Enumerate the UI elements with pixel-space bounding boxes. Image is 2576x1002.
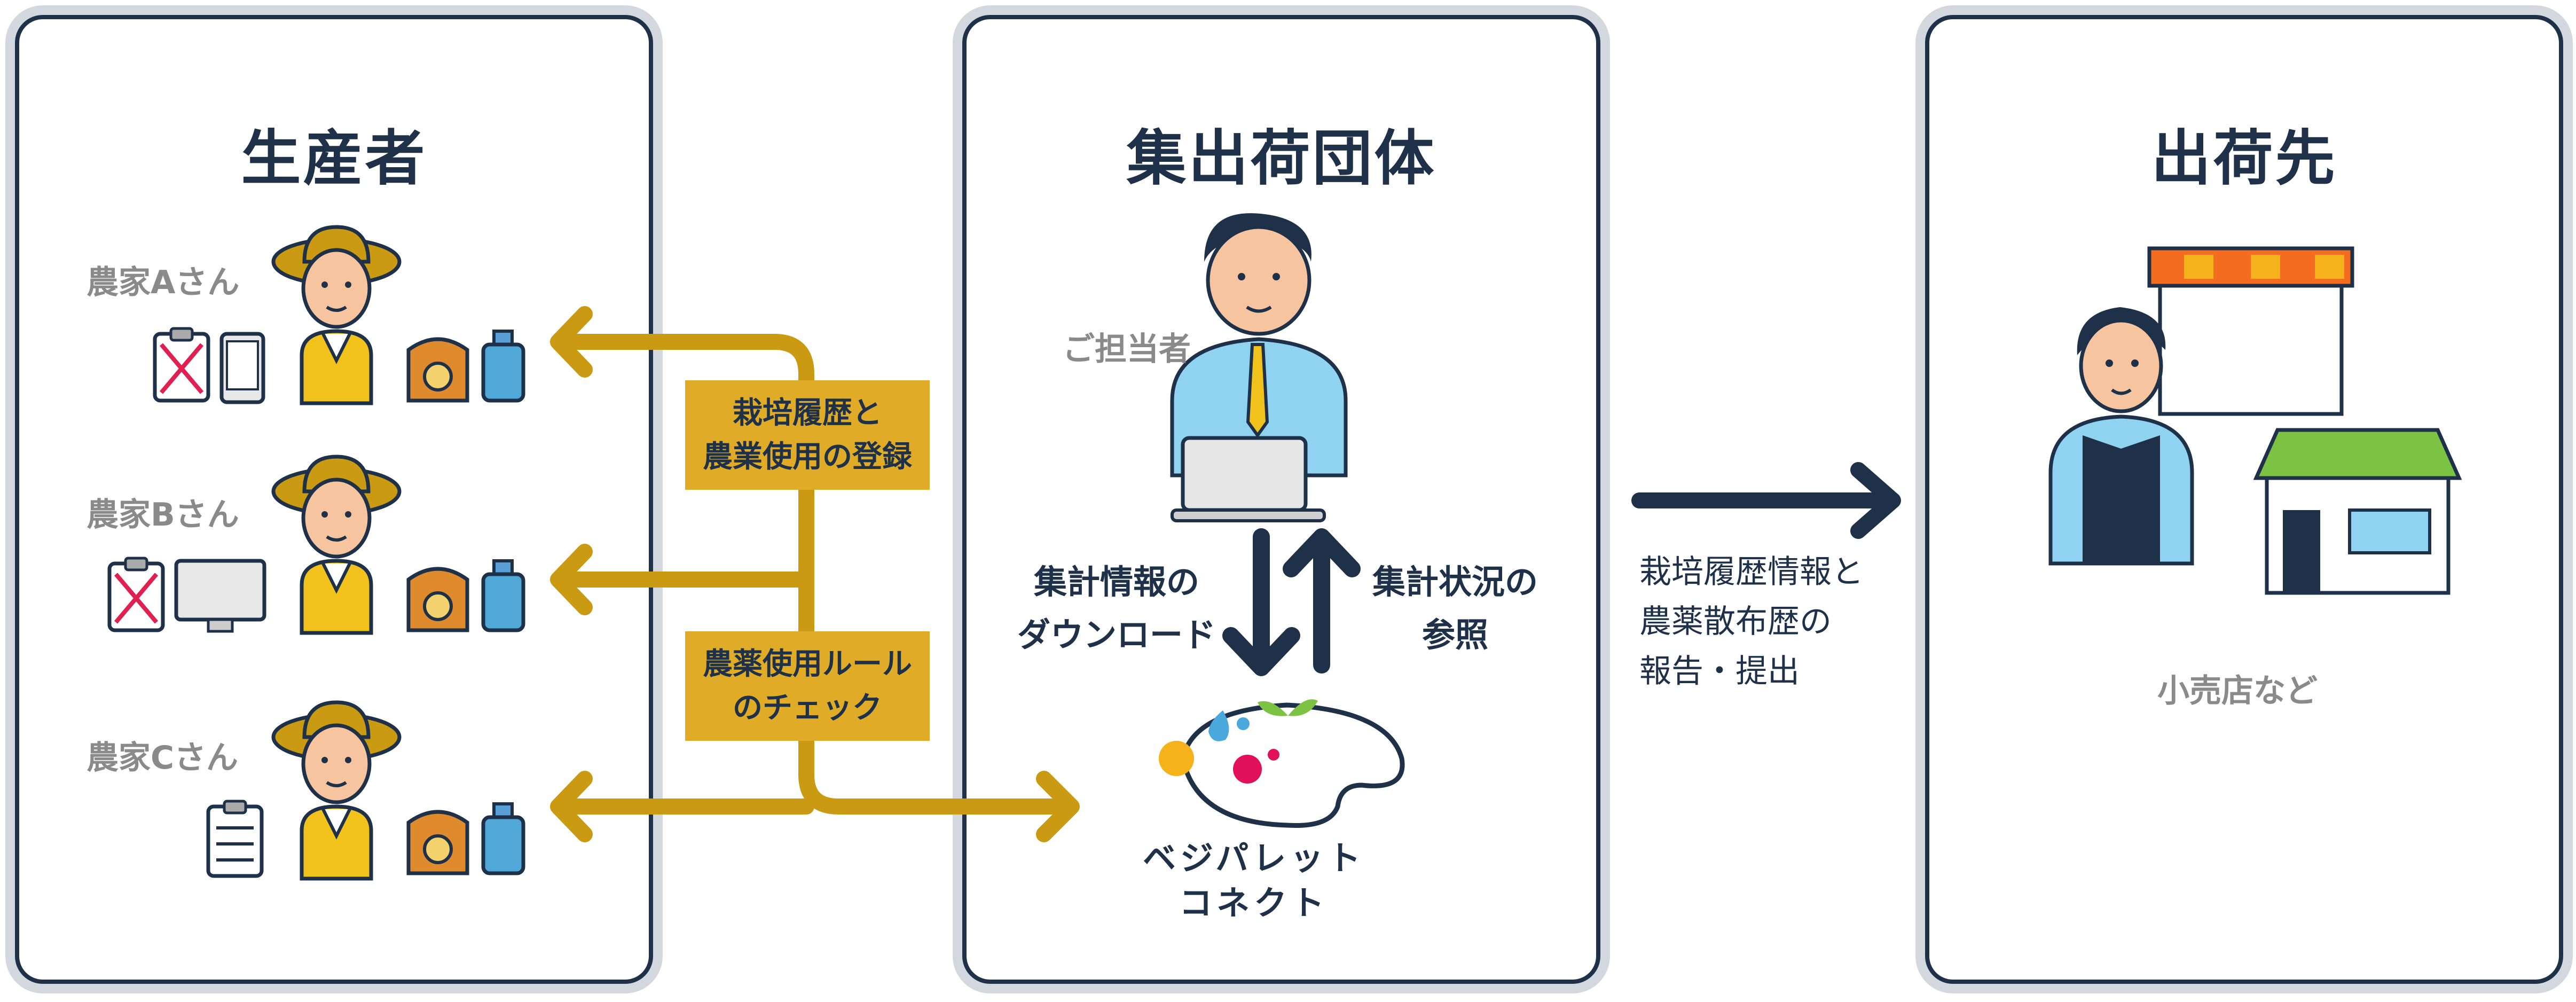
staff-person-illustration [1170,213,1348,477]
farmer-c [271,700,402,881]
download-up-down-arrows [1222,528,1361,676]
farmer-a-label: 農家Aさん [87,264,240,301]
register-label-line1: 栽培履歴と [733,396,882,431]
reference-label-line1: 集計状況の [1372,562,1538,601]
laptop-icon [1171,436,1326,522]
reference-label: 集計状況の 参照 [1372,555,1538,661]
fertilizer-bag-icon [406,567,469,632]
app-name-line1: ベジパレット [1143,839,1365,878]
staff-label: ご担当者 [1063,331,1191,368]
pesticide-bottle-icon [481,330,525,403]
check-label-box: 農薬使用ルール のチェック [685,631,930,741]
pesticide-bottle-icon [481,802,525,875]
report-arrow [1631,462,1901,539]
shop-clerk-illustration [2048,307,2194,566]
clipboard-crossed-icon [153,327,210,403]
report-label-line2: 農薬散布歴の [1639,603,1832,640]
check-label-line1: 農薬使用ルール [703,647,912,682]
app-name-line2: コネクト [1179,883,1329,922]
fertilizer-bag-icon [406,337,469,403]
check-label-line2: のチェック [733,690,882,725]
smartphone-icon [219,332,265,404]
desktop-computer-icon [174,559,266,633]
fertilizer-bag-icon [406,810,469,875]
store-building-illustration [2147,246,2354,416]
farmer-b-label: 農家Bさん [87,496,239,534]
small-shop-illustration [2253,428,2462,595]
report-label-line1: 栽培履歴情報と [1639,553,1864,591]
clipboard-checklist-icon [206,800,264,878]
destination-caption: 小売店など [2157,672,2318,710]
download-label: 集計情報の ダウンロード [1017,555,1216,661]
register-label-box: 栽培履歴と 農業使用の登録 [685,380,930,490]
report-label: 栽培履歴情報と 農薬散布歴の 報告・提出 [1639,547,1864,696]
farmer-c-label: 農家Cさん [87,739,239,777]
farmer-b [271,455,402,635]
download-label-line1: 集計情報の [1034,562,1200,601]
producer-title: 生産者 [241,124,427,193]
clipboard-crossed-icon [107,557,165,632]
app-name: ベジパレット コネクト [1143,836,1365,925]
register-label-line2: 農業使用の登録 [703,439,912,474]
collective-title: 集出荷団体 [1126,124,1436,193]
destination-title: 出荷先 [2151,124,2337,193]
reference-label-line2: 参照 [1422,615,1489,655]
vegipalette-logo [1159,699,1405,828]
report-label-line3: 報告・提出 [1639,653,1800,690]
destination-panel: 出荷先 [1925,15,2563,984]
farmer-a [271,225,402,405]
download-label-line2: ダウンロード [1017,615,1216,655]
pesticide-bottle-icon [481,559,525,632]
flow-connector [550,306,1080,842]
